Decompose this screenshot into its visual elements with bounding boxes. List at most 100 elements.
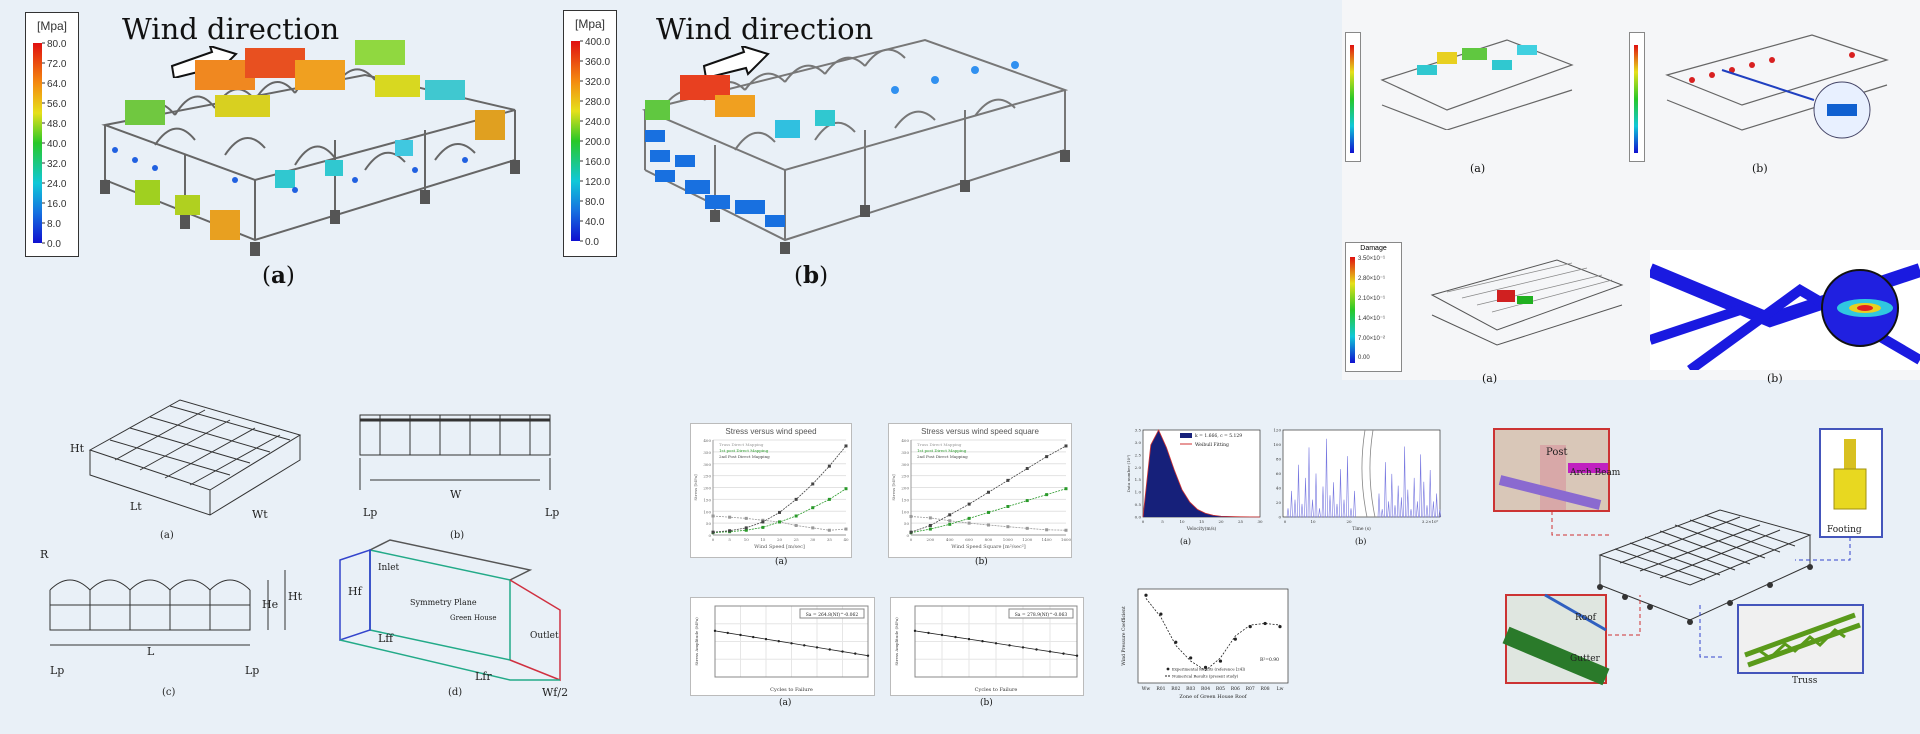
fatigue-point — [1048, 650, 1052, 653]
fatigue-point — [1035, 648, 1038, 651]
series-point — [1064, 528, 1068, 532]
damage-tick-label: 1.40×10⁻¹ — [1358, 316, 1386, 322]
x-tick-label: 0 — [910, 537, 913, 542]
colorbar-tick-label: 320.0 — [585, 77, 610, 88]
fatigue-point — [940, 633, 944, 637]
geometry-figure: Ht Lt Wt (a) W Lp Lp (b) R He Ht L Lp Lp… — [30, 380, 590, 730]
caption-tr-b2: (b) — [1767, 372, 1783, 385]
damage-tick-label: 2.80×10⁻¹ — [1358, 276, 1386, 282]
series-point — [1006, 525, 1010, 529]
fatigue-cap-a: (a) — [779, 698, 792, 708]
series-point — [794, 514, 798, 518]
y-tick-label: 0 — [1278, 515, 1281, 520]
legend-entry: Weibull Fitting — [1195, 442, 1229, 448]
series-point — [1045, 455, 1049, 459]
label-lp-2: Lp — [545, 506, 559, 519]
y-tick-label: 350 — [703, 450, 711, 455]
legend-marker — [1166, 667, 1170, 671]
colorbar-tick-label: 400.0 — [585, 37, 610, 48]
fatigue-point — [954, 635, 957, 639]
x-tick-label: 15 — [1199, 519, 1205, 524]
series-point — [1006, 478, 1010, 482]
colorbar-tick-label: 16.0 — [47, 199, 67, 210]
timeseries-line-2 — [1377, 446, 1442, 518]
label-hf: Hf — [348, 585, 363, 598]
label-footing: Footing — [1827, 525, 1862, 535]
series-point — [844, 444, 848, 448]
timeseries-cap: (b) — [1355, 537, 1367, 546]
equation-box — [1008, 608, 1074, 619]
label-he: He — [262, 598, 278, 611]
series-point — [909, 514, 913, 518]
legend-entry: 1st post Direct Mapping — [719, 448, 769, 453]
fatigue-point — [1075, 654, 1079, 657]
y-tick-label: 200 — [901, 486, 909, 491]
geo-cap-c: (c) — [162, 687, 176, 698]
y-tick-label: 2.5 — [1135, 452, 1142, 457]
series-point — [948, 519, 952, 523]
series-point — [987, 510, 990, 514]
y-tick-label: 1.5 — [1135, 477, 1142, 482]
plot-frame — [1282, 429, 1441, 518]
series-point — [1025, 499, 1029, 503]
legend-entry: k = 1.666, c = 5.129 — [1195, 433, 1242, 439]
x-axis-label: Zone of Green House Roof — [1179, 694, 1247, 700]
experimental-point — [1203, 665, 1208, 669]
series-point — [948, 522, 952, 526]
series-point — [827, 497, 831, 501]
series-point — [844, 527, 848, 531]
series-point — [1045, 528, 1049, 532]
x-axis-label: Velocity(m/s) — [1186, 525, 1217, 532]
label-arch-beam: Arch Beam — [1569, 468, 1621, 478]
y-tick-label: 150 — [901, 497, 909, 502]
r2-annotation: R²=0.90 — [1260, 657, 1279, 663]
series-point — [827, 464, 831, 468]
caption-b-letter: b — [802, 262, 820, 289]
series-point — [967, 521, 971, 525]
greenhouse-stress-model-a — [100, 40, 520, 256]
x-tick-label: 25 — [794, 537, 800, 542]
x-axis-label: Wind Speed Square [m²/sec²] — [951, 544, 1025, 550]
series-point — [928, 527, 932, 531]
series-point — [728, 529, 732, 533]
colorbar-tick-label: 24.0 — [47, 179, 67, 190]
fatigue-point — [1008, 644, 1011, 647]
series-point — [1025, 467, 1029, 470]
fatigue-point — [1021, 646, 1025, 649]
y-axis-label: Stress Amplitude (MPa) — [694, 617, 699, 666]
experimental-point — [1248, 625, 1252, 629]
series-point — [794, 497, 798, 501]
fatigue-point — [913, 629, 917, 633]
y-tick-label: 100 — [703, 509, 711, 514]
colorbar-tick-label: 0.0 — [47, 239, 61, 250]
y-tick-label: 350 — [901, 450, 909, 455]
colorbar-tick-label: 80.0 — [585, 197, 605, 208]
plot-frame — [914, 605, 1078, 678]
fatigue-point — [764, 637, 768, 641]
label-lfr: Lfr — [475, 670, 492, 683]
legend-entry: Truss Direct Mapping — [917, 442, 962, 447]
series-point — [744, 516, 748, 520]
stress-cap-b: (b) — [975, 557, 988, 567]
damage-colorbar-title: Damage — [1360, 245, 1387, 252]
series-line — [910, 516, 1067, 531]
greenhouse-model-small-2 — [1665, 34, 1889, 139]
x-tick-label: Lw — [1277, 686, 1284, 692]
damage-tick-label: 3.50×10⁻¹ — [1358, 256, 1386, 262]
x-tick-label: 800 — [985, 537, 993, 542]
series-point — [728, 515, 732, 519]
caption-b: (b) — [794, 262, 829, 289]
x-tick-label: 5 — [1161, 519, 1164, 524]
x-tick-label: 10 — [1179, 519, 1185, 524]
y-tick-label: 100 — [1273, 442, 1281, 447]
label-l: L — [147, 645, 155, 658]
series-point — [928, 516, 932, 520]
chart-title: Stress versus wind speed square — [921, 427, 1039, 436]
series-point — [744, 528, 748, 532]
series-point — [987, 523, 990, 527]
